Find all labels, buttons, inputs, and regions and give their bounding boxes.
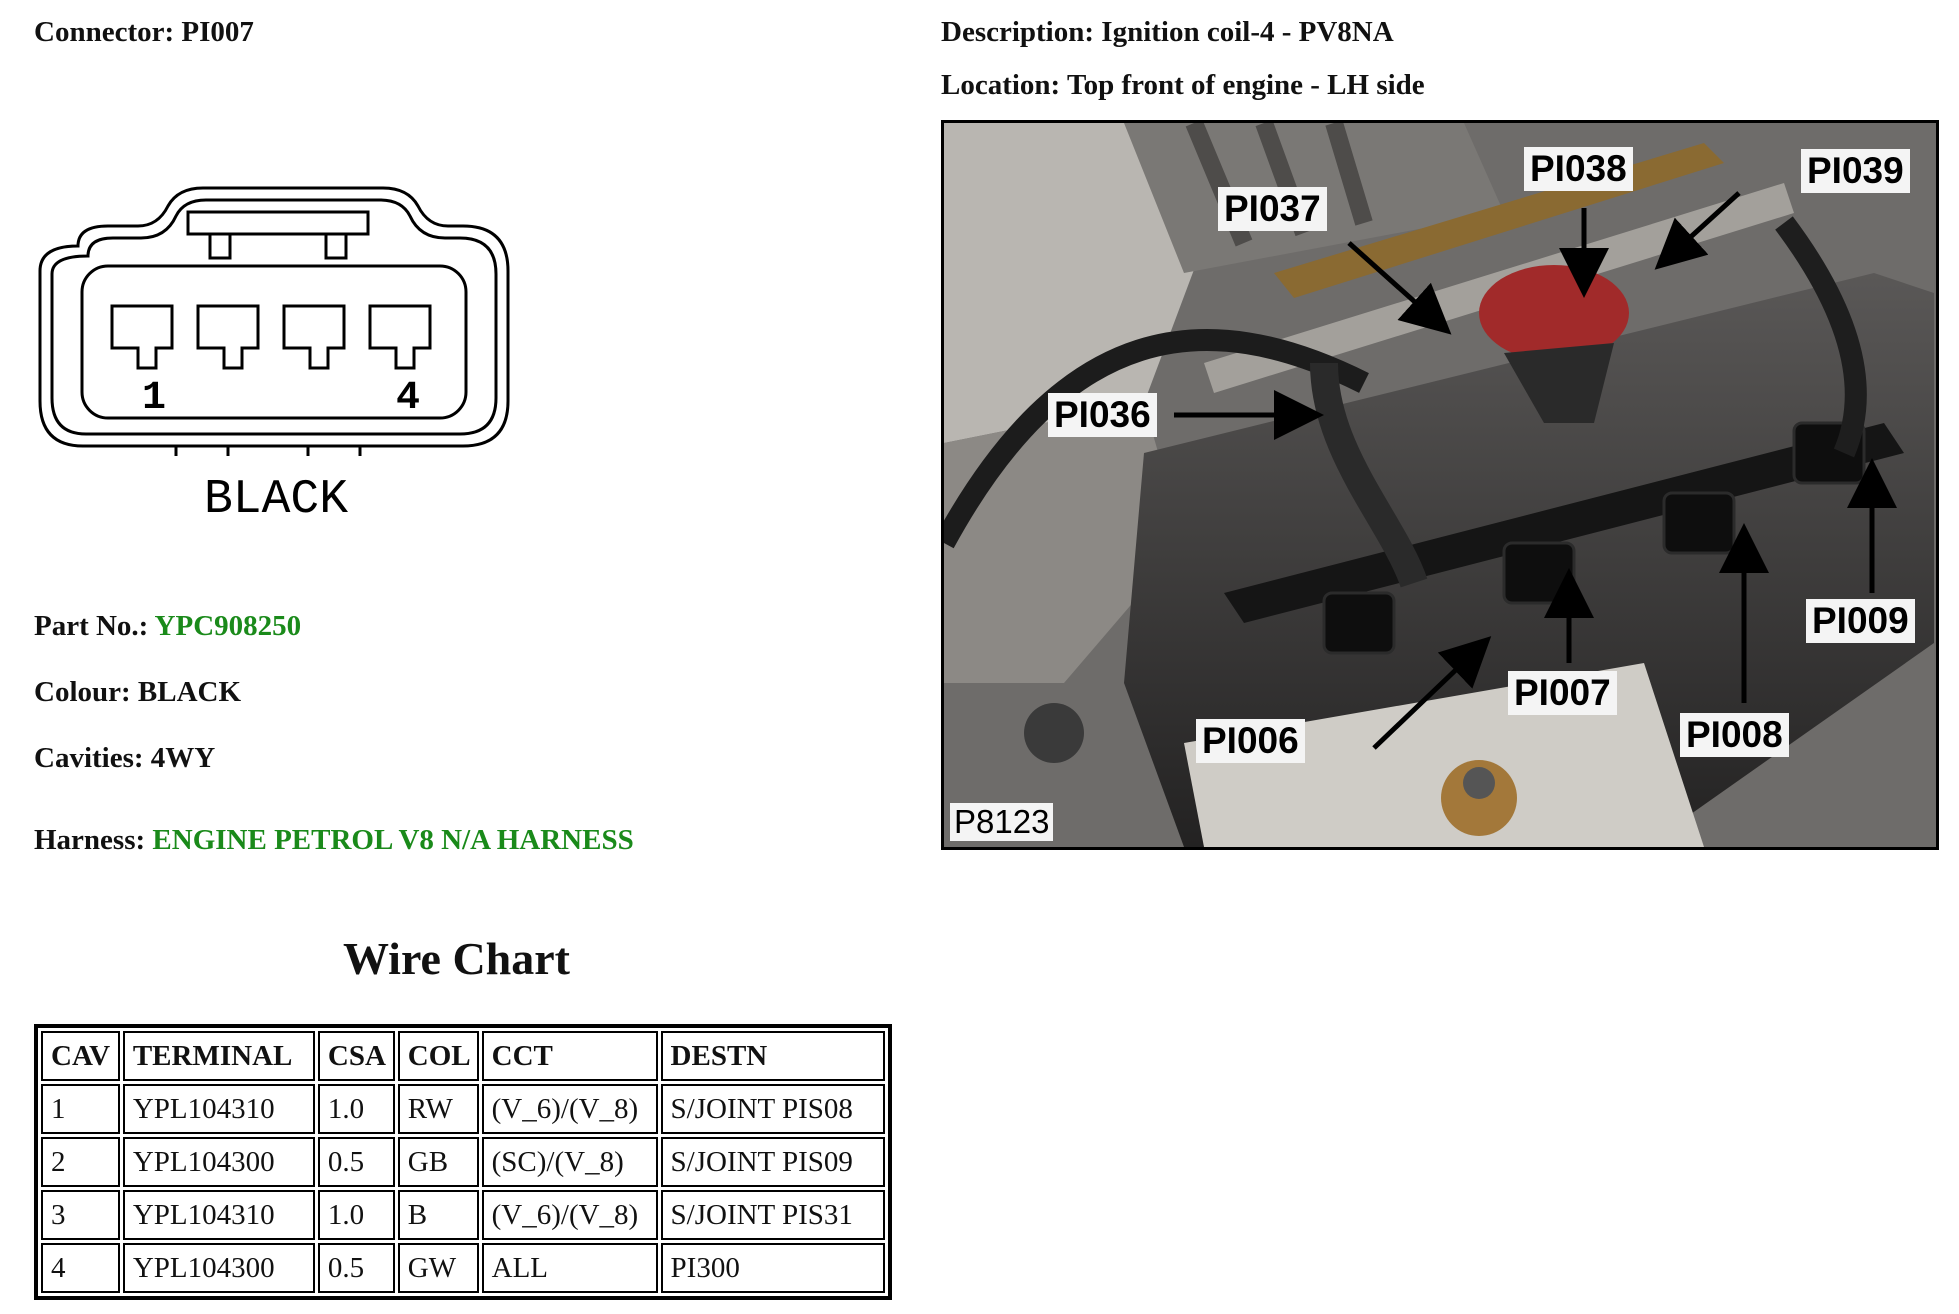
- column-header-col: COL: [397, 1031, 479, 1081]
- column-header-cav: CAV: [41, 1031, 120, 1081]
- part-no-label: Part No.:: [34, 610, 149, 642]
- description-label: Description:: [941, 16, 1095, 48]
- cell-terminal: YPL104310: [122, 1084, 315, 1134]
- colour-line: Colour: BLACK: [34, 676, 241, 709]
- cell-cav: 1: [41, 1084, 120, 1134]
- column-header-destn: DESTN: [660, 1031, 885, 1081]
- table-row: 2 YPL104300 0.5 GB (SC)/(V_8) S/JOINT PI…: [41, 1137, 885, 1187]
- cell-col: RW: [397, 1084, 479, 1134]
- cell-col: B: [397, 1190, 479, 1240]
- cell-cav: 3: [41, 1190, 120, 1240]
- cavities-label: Cavities:: [34, 742, 144, 774]
- table-row: 1 YPL104310 1.0 RW (V_6)/(V_8) S/JOINT P…: [41, 1084, 885, 1134]
- harness-line: Harness: ENGINE PETROL V8 N/A HARNESS: [34, 824, 634, 857]
- colour-label: Colour:: [34, 676, 131, 708]
- part-no-link[interactable]: YPC908250: [154, 610, 302, 642]
- cell-csa: 1.0: [317, 1084, 395, 1134]
- location-line: Location: Top front of engine - LH side: [941, 69, 1425, 102]
- cell-cct: (V_6)/(V_8): [481, 1190, 658, 1240]
- table-row: 4 YPL104300 0.5 GW ALL PI300: [41, 1243, 885, 1293]
- column-header-csa: CSA: [317, 1031, 395, 1081]
- photo-reference-number: P8123: [950, 803, 1054, 841]
- wire-chart-table: CAV TERMINAL CSA COL CCT DESTN 1 YPL1043…: [34, 1024, 892, 1300]
- engine-photo: PI037 PI038 PI039 PI036 PI009 PI007 PI00…: [941, 120, 1939, 850]
- connector-line: Connector: PI007: [34, 16, 254, 49]
- cell-csa: 1.0: [317, 1190, 395, 1240]
- description-value: Ignition coil-4 - PV8NA: [1101, 16, 1394, 48]
- location-value: Top front of engine - LH side: [1066, 69, 1425, 101]
- callout-pi006: PI006: [1196, 719, 1305, 763]
- column-header-terminal: TERMINAL: [122, 1031, 315, 1081]
- connector-face-diagram: 1 4 BLACK: [38, 186, 518, 531]
- part-no-line: Part No.: YPC908250: [34, 610, 301, 643]
- cell-destn: S/JOINT PIS31: [660, 1190, 885, 1240]
- description-line: Description: Ignition coil-4 - PV8NA: [941, 16, 1394, 49]
- table-row: 3 YPL104310 1.0 B (V_6)/(V_8) S/JOINT PI…: [41, 1190, 885, 1240]
- callout-pi008: PI008: [1680, 713, 1789, 757]
- harness-label: Harness:: [34, 824, 146, 856]
- callout-pi007: PI007: [1508, 671, 1617, 715]
- cell-csa: 0.5: [317, 1243, 395, 1293]
- cell-csa: 0.5: [317, 1137, 395, 1187]
- cavities-value: 4WY: [150, 742, 216, 774]
- connector-value: PI007: [181, 16, 254, 48]
- callout-pi009: PI009: [1806, 599, 1915, 643]
- cell-terminal: YPL104300: [122, 1137, 315, 1187]
- colour-value: BLACK: [137, 676, 242, 708]
- cell-terminal: YPL104300: [122, 1243, 315, 1293]
- diagram-colour-text: BLACK: [204, 473, 348, 527]
- cell-col: GW: [397, 1243, 479, 1293]
- cell-cct: (SC)/(V_8): [481, 1137, 658, 1187]
- column-header-cct: CCT: [481, 1031, 658, 1081]
- callout-pi039: PI039: [1801, 149, 1910, 193]
- cell-terminal: YPL104310: [122, 1190, 315, 1240]
- wire-chart-title: Wire Chart: [343, 933, 570, 984]
- callout-pi036: PI036: [1048, 393, 1157, 437]
- harness-link[interactable]: ENGINE PETROL V8 N/A HARNESS: [152, 824, 634, 856]
- location-label: Location:: [941, 69, 1061, 101]
- cavities-line: Cavities: 4WY: [34, 742, 215, 775]
- cell-cav: 2: [41, 1137, 120, 1187]
- cell-col: GB: [397, 1137, 479, 1187]
- table-header-row: CAV TERMINAL CSA COL CCT DESTN: [41, 1031, 885, 1081]
- cell-cct: ALL: [481, 1243, 658, 1293]
- cavity-number-first: 1: [142, 376, 166, 421]
- cell-cct: (V_6)/(V_8): [481, 1084, 658, 1134]
- callout-pi038: PI038: [1524, 147, 1633, 191]
- cell-destn: S/JOINT PIS08: [660, 1084, 885, 1134]
- connector-label: Connector:: [34, 16, 175, 48]
- cell-cav: 4: [41, 1243, 120, 1293]
- cell-destn: PI300: [660, 1243, 885, 1293]
- cell-destn: S/JOINT PIS09: [660, 1137, 885, 1187]
- callout-pi037: PI037: [1218, 187, 1327, 231]
- cavity-number-last: 4: [396, 376, 420, 421]
